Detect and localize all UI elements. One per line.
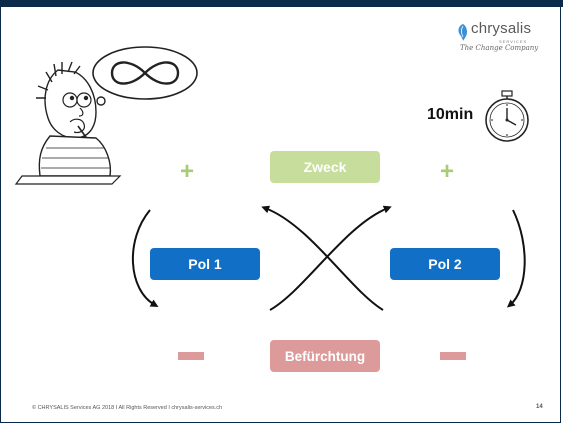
page-number: 14 — [536, 404, 543, 410]
chrysalis-logo: chrysalis SERVICES The Change Company — [455, 20, 555, 62]
logo-subtitle: SERVICES — [499, 39, 528, 44]
pole-1-label: Pol 1 — [188, 256, 222, 272]
purpose-label: Zweck — [303, 159, 347, 175]
footer-copyright: © CHRYSALIS Services AG 2018 I All Right… — [32, 405, 223, 411]
pole-1-box: Pol 1 — [150, 248, 260, 280]
minus-sign-left — [178, 352, 204, 360]
pole-2-label: Pol 2 — [428, 256, 462, 272]
pole-2-box: Pol 2 — [390, 248, 500, 280]
cross-curve-left — [261, 205, 384, 311]
logo-name: chrysalis — [471, 20, 532, 37]
cross-curve-right — [269, 205, 392, 311]
fear-label: Befürchtung — [284, 348, 366, 364]
right-arc-arrow — [506, 209, 526, 308]
timer-label: 10min — [427, 106, 474, 123]
plus-sign-right: + — [440, 158, 455, 185]
purpose-box: Zweck — [270, 151, 380, 183]
plus-sign-left: + — [180, 158, 195, 185]
logo-tagline: The Change Company — [460, 44, 539, 52]
infinity-icon — [110, 61, 180, 85]
left-arc-arrow — [131, 209, 159, 307]
butterfly-logo-icon — [458, 24, 467, 41]
top-bar — [0, 0, 563, 7]
fear-box: Befürchtung — [270, 340, 380, 372]
minus-sign-right — [440, 352, 466, 360]
